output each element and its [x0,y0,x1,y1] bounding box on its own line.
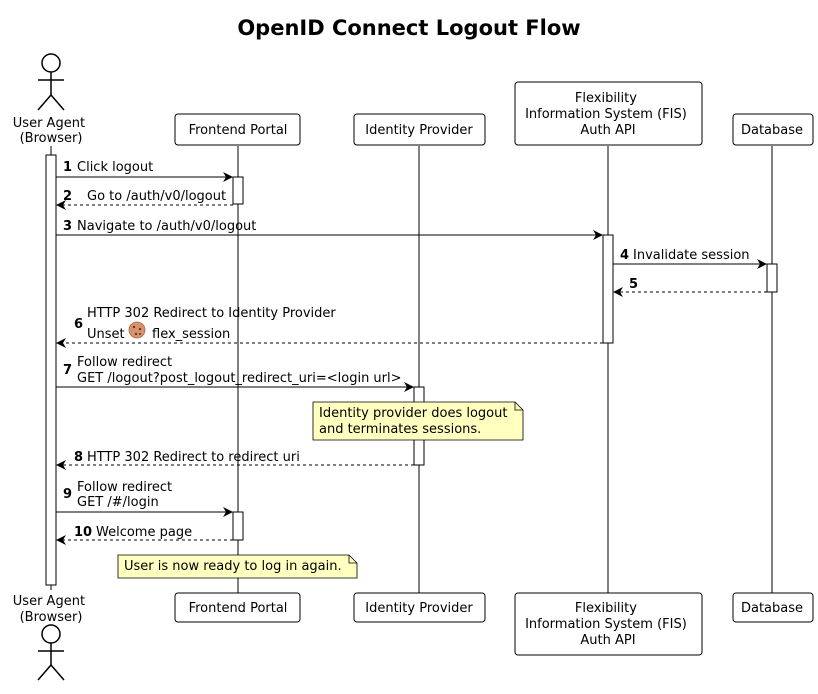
svg-text:and terminates sessions.: and terminates sessions. [319,422,481,437]
svg-text:Follow redirect: Follow redirect [77,355,172,370]
message-9: 9 Follow redirect GET /#/login [56,480,233,517]
svg-text:Click logout: Click logout [77,160,153,175]
svg-text:4: 4 [620,248,629,263]
svg-text:Frontend Portal: Frontend Portal [189,123,288,138]
svg-text:Welcome page: Welcome page [96,525,192,540]
svg-text:Flexibility Information: Flexibility Information System (FIS) Aut… [525,601,691,648]
message-2: 2 Go to /auth/v0/logout [56,189,233,210]
svg-text:Navigate to /auth/v0/logout: Navigate to /auth/v0/logout [77,219,256,234]
svg-text:User is now ready to log in ag: User is now ready to log in again. [124,559,342,574]
diagram-title: OpenID Connect Logout Flow [237,16,580,40]
participant-db-bottom: Database [732,592,814,623]
svg-text:Database: Database [741,601,803,616]
participant-user-agent-bottom: User Agent (Browser) [13,594,89,625]
svg-text:Go to /auth/v0/logout: Go to /auth/v0/logout [87,189,226,204]
message-6: 6 HTTP 302 Redirect to Identity Provider… [56,306,603,348]
svg-text:10: 10 [74,525,92,540]
svg-text:Frontend Portal: Frontend Portal [189,601,288,616]
svg-text:7: 7 [63,363,72,378]
svg-text:Identity Provider: Identity Provider [365,601,473,616]
participant-frontend-top: Frontend Portal [174,113,301,146]
activation-user-agent [45,154,57,586]
message-8: 8 HTTP 302 Redirect to redirect uri [56,450,414,470]
svg-text:2: 2 [63,189,72,204]
svg-text:Database: Database [741,123,803,138]
svg-text:Invalidate session: Invalidate session [633,248,750,263]
participant-idp-bottom: Identity Provider [353,592,486,623]
message-4: 4 Invalidate session [613,248,767,269]
svg-text:9: 9 [63,487,72,502]
message-1: 1 Click logout [56,160,233,182]
activation-frontend-1 [232,176,244,205]
svg-text:Identity provider does logout: Identity provider does logout [319,406,507,421]
participant-db-top: Database [732,113,814,146]
participant-fis-top: Flexibility Information System (FIS) Aut… [514,81,703,146]
participant-fis-bottom: Flexibility Information System (FIS) Aut… [514,592,703,656]
activation-frontend-2 [232,511,244,541]
svg-text:GET /#/login: GET /#/login [77,495,159,510]
svg-text:Identity Provider: Identity Provider [365,123,473,138]
svg-text:flex_session: flex_session [152,327,230,342]
stick-figure-icon [37,53,65,111]
svg-text:GET /logout?post_logout_redire: GET /logout?post_logout_redirect_uri=<lo… [77,371,402,386]
note-idp: Identity provider does logout and termin… [312,401,524,441]
message-10: 10 Welcome page [56,525,233,545]
cookie-icon [128,321,146,339]
svg-text:HTTP 302 Redirect to redirect: HTTP 302 Redirect to redirect uri [87,450,300,465]
svg-text:8: 8 [74,450,83,465]
svg-text:HTTP 302 Redirect to Identity: HTTP 302 Redirect to Identity Provider [87,306,336,321]
svg-text:Follow redirect: Follow redirect [77,480,172,495]
svg-text:6: 6 [74,317,83,332]
message-5: 5 [613,277,767,297]
svg-text:1: 1 [63,160,72,175]
svg-text:3: 3 [63,219,72,234]
participant-frontend-bottom: Frontend Portal [174,592,301,623]
svg-text:5: 5 [629,277,638,292]
message-3: 3 Navigate to /auth/v0/logout [56,219,603,240]
participant-idp-top: Identity Provider [353,113,486,146]
note-user-ready: User is now ready to log in again. [117,554,358,579]
activation-fis [602,234,614,344]
participant-user-agent-top: User Agent (Browser) [13,116,89,146]
activation-db [766,263,778,293]
svg-text:Unset: Unset [87,327,125,342]
message-7: 7 Follow redirect GET /logout?post_logou… [56,355,414,392]
svg-text:Flexibility Information: Flexibility Information System (FIS) Aut… [525,91,691,138]
stick-figure-icon [37,624,65,681]
